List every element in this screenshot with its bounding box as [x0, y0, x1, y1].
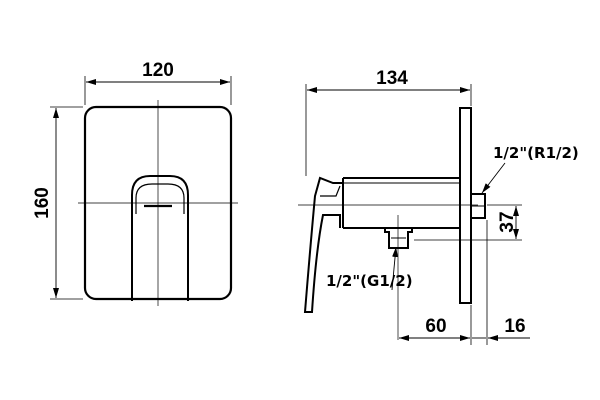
thread-bottom-label: 1/2"(G1/2) — [326, 272, 413, 290]
bottom-outlet — [384, 228, 413, 249]
offset-dim-label: 37 — [497, 211, 518, 232]
depth-dim-label: 134 — [376, 68, 408, 89]
body — [342, 177, 460, 229]
plate-dim-label: 16 — [504, 316, 525, 337]
handle-lever-inner — [135, 183, 185, 214]
front-view: 120 160 — [32, 60, 238, 306]
width-dim-label: 120 — [142, 60, 174, 81]
side-lever — [303, 176, 343, 313]
thread-bottom-leader — [391, 246, 399, 291]
height-dim-label: 160 — [32, 187, 53, 219]
wall-plate — [459, 107, 472, 304]
lower-dim-label: 60 — [425, 316, 446, 337]
thread-top-label: 1/2"(R1/2) — [493, 144, 579, 162]
side-lever-inner — [320, 185, 341, 197]
thread-top-leader — [481, 162, 506, 194]
side-view: 134 37 60 16 1/2"(R1/2) 1/2"(G1/2) — [298, 68, 579, 345]
handle-lever — [131, 175, 189, 301]
